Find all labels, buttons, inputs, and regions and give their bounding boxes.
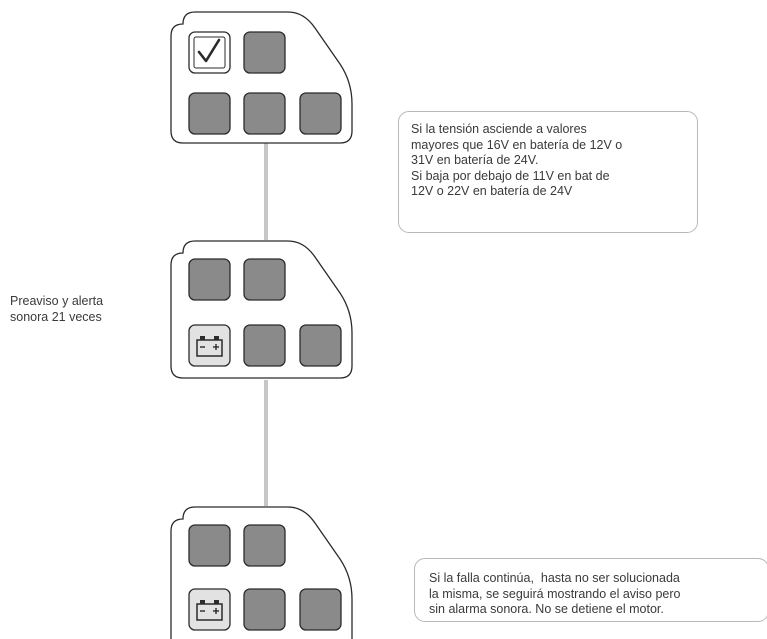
checkmark-button bbox=[188, 31, 231, 74]
indicator-button bbox=[243, 588, 286, 631]
callout-line: 31V en batería de 24V. bbox=[411, 153, 539, 168]
indicator-button bbox=[243, 92, 286, 135]
panel-warning bbox=[170, 240, 353, 379]
indicator-button bbox=[188, 524, 231, 567]
indicator-button bbox=[299, 92, 342, 135]
label-line: Preaviso y alerta bbox=[10, 294, 104, 308]
battery-icon bbox=[196, 600, 223, 621]
callout-line: mayores que 16V en batería de 12V o bbox=[411, 137, 623, 152]
checkmark-icon bbox=[193, 36, 226, 69]
indicator-button bbox=[188, 258, 231, 301]
warning-alert-label: Preaviso y alerta sonora 21 veces bbox=[10, 294, 150, 325]
indicator-button bbox=[243, 258, 286, 301]
callout-line: 12V o 22V en batería de 24V bbox=[411, 184, 573, 199]
indicator-button bbox=[243, 524, 286, 567]
voltage-condition-callout: Si la tensión asciende a valores mayores… bbox=[398, 111, 698, 233]
callout-line: la misma, se seguirá mostrando el aviso … bbox=[429, 586, 681, 601]
persistent-fault-callout: Si la falla continúa, hasta no ser soluc… bbox=[414, 558, 767, 622]
indicator-button bbox=[299, 588, 342, 631]
indicator-button bbox=[243, 324, 286, 367]
callout-line: Si la tensión asciende a valores bbox=[411, 122, 587, 136]
indicator-button bbox=[243, 31, 286, 74]
callout-line: Si baja por debajo de 11V en bat de bbox=[411, 168, 610, 183]
indicator-button bbox=[299, 324, 342, 367]
battery-icon bbox=[196, 336, 223, 357]
callout-line: Si la falla continúa, hasta no ser soluc… bbox=[429, 571, 680, 585]
panel-persistent bbox=[170, 506, 353, 639]
callout-line: sin alarma sonora. No se detiene el moto… bbox=[429, 602, 664, 617]
panel-initial bbox=[170, 11, 353, 144]
label-line: sonora 21 veces bbox=[10, 309, 102, 324]
indicator-button bbox=[188, 92, 231, 135]
